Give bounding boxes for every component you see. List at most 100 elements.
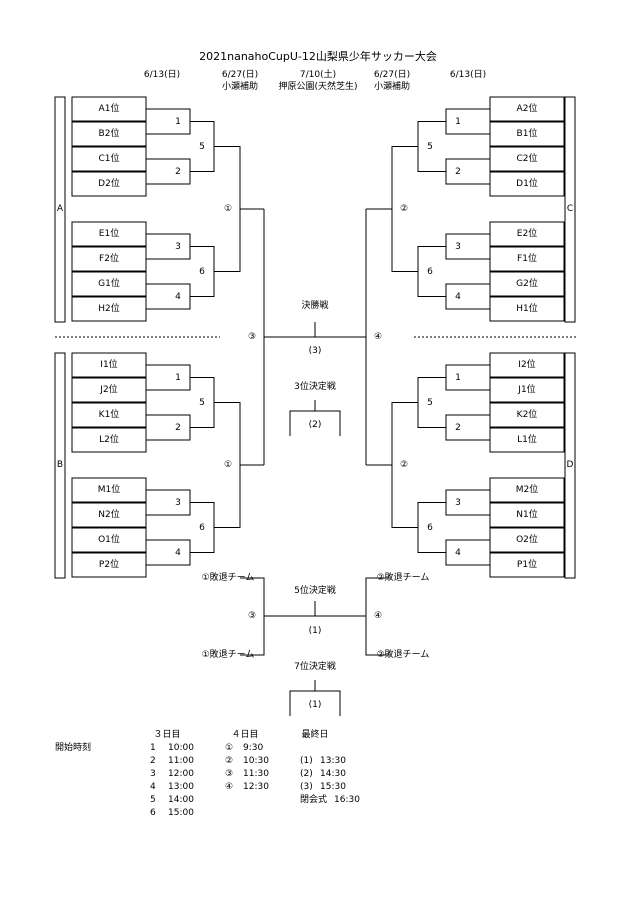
third-place-bracket — [289, 410, 341, 436]
round1-connector — [146, 108, 191, 135]
round1-match-number: 2 — [455, 166, 461, 177]
day4-header: ４日目 — [231, 730, 259, 740]
date-label: 7/10(土) — [299, 70, 337, 80]
seventh-place-bracket — [289, 690, 341, 716]
semifinal-number: ③ — [247, 332, 257, 342]
group-side-label: D — [566, 460, 574, 470]
round2-match-number: 6 — [199, 266, 205, 277]
team-slot: N1位 — [516, 510, 538, 520]
team-slot: G2位 — [516, 279, 538, 289]
team-slot: P2位 — [98, 560, 120, 570]
semifinal-number: ④ — [373, 332, 383, 342]
team-slot: A1位 — [98, 104, 120, 114]
fifth-left-number: ③ — [247, 611, 257, 621]
fifth-right-number: ④ — [373, 611, 383, 621]
schedule-match: (2) — [300, 769, 313, 779]
round1-match-number: 1 — [455, 372, 461, 383]
round1-connector — [146, 233, 191, 260]
quarterfinal-number: ① — [223, 460, 233, 470]
date-label: 6/27(日) — [221, 70, 259, 80]
round2-match-number: 6 — [427, 522, 433, 533]
round1-match-number: 1 — [455, 116, 461, 127]
schedule-match: 閉会式 — [300, 795, 328, 805]
team-slot: M1位 — [97, 485, 121, 495]
final-title: 決勝戦 — [301, 301, 329, 311]
fifth-place-number: (1) — [308, 626, 322, 636]
group-side-bar — [564, 352, 576, 579]
loser-label: ②敗退チーム — [376, 650, 430, 660]
round1-match-number: 3 — [455, 241, 461, 252]
team-slot: L2位 — [99, 435, 119, 445]
schedule-time: 12:00 — [168, 769, 194, 779]
team-slot: B1位 — [516, 129, 538, 139]
schedule-match: 5 — [150, 795, 156, 805]
schedule-match: ① — [225, 743, 234, 753]
schedule-time: 13:00 — [168, 782, 194, 792]
round1-connector — [445, 283, 490, 310]
round1-match-number: 3 — [455, 497, 461, 508]
schedule-match: (3) — [300, 782, 313, 792]
final-day-header: 最終日 — [301, 730, 329, 740]
third-place-title: 3位決定戦 — [294, 382, 336, 392]
team-slot: F2位 — [99, 254, 119, 264]
quarterfinal-number: ① — [223, 204, 233, 214]
team-slot: J2位 — [100, 385, 118, 395]
round1-connector — [445, 233, 490, 260]
day3-header: ３日目 — [153, 730, 181, 740]
round1-connector — [445, 158, 490, 185]
quarterfinal-number: ② — [399, 460, 409, 470]
round2-match-number: 5 — [427, 397, 433, 408]
round1-connector — [146, 364, 191, 391]
schedule-time: 10:30 — [243, 756, 269, 766]
group-side-bar — [54, 96, 66, 323]
round2-match-number: 5 — [199, 141, 205, 152]
round1-match-number: 2 — [455, 422, 461, 433]
round2-match-number: 5 — [199, 397, 205, 408]
team-slot: A2位 — [516, 104, 538, 114]
date-label: 6/27(日) — [373, 70, 411, 80]
schedule-match: ④ — [225, 782, 234, 792]
team-slot: O2位 — [516, 535, 538, 545]
team-slot: D1位 — [516, 179, 538, 189]
schedule-time: 9:30 — [243, 743, 264, 753]
round1-match-number: 4 — [455, 291, 461, 302]
round1-connector — [146, 158, 191, 185]
round1-connector — [146, 489, 191, 516]
schedule-time: 15:00 — [168, 808, 194, 818]
schedule-time: 14:00 — [168, 795, 194, 805]
team-slot: B2位 — [98, 129, 120, 139]
round1-match-number: 4 — [175, 547, 181, 558]
round1-connector — [445, 414, 490, 441]
group-side-bar — [54, 352, 66, 579]
round1-connector — [445, 108, 490, 135]
schedule-match: 6 — [150, 808, 156, 818]
schedule-match: ③ — [225, 769, 234, 779]
venue-label: 小瀬補助 — [221, 82, 259, 92]
team-slot: G1位 — [98, 279, 120, 289]
schedule-time: 12:30 — [243, 782, 269, 792]
loser-label: ②敗退チーム — [376, 573, 430, 583]
team-slot: J1位 — [518, 385, 536, 395]
seventh-place-title: 7位決定戦 — [294, 662, 336, 672]
team-slot: L1位 — [517, 435, 537, 445]
team-slot: I2位 — [518, 360, 536, 370]
group-side-label: C — [566, 204, 574, 214]
schedule-time: 16:30 — [334, 795, 360, 805]
round2-match-number: 6 — [199, 522, 205, 533]
team-slot: D2位 — [98, 179, 120, 189]
loser-label: ①敗退チーム — [201, 650, 255, 660]
team-slot: E2位 — [516, 229, 538, 239]
group-side-bar — [564, 96, 576, 323]
round1-match-number: 3 — [175, 241, 181, 252]
round1-connector — [445, 489, 490, 516]
schedule-match: (1) — [300, 756, 313, 766]
final-match-number: (3) — [308, 346, 322, 356]
round2-match-number: 5 — [427, 141, 433, 152]
round1-connector — [445, 539, 490, 566]
round1-connector — [445, 364, 490, 391]
team-slot: N2位 — [98, 510, 120, 520]
schedule-time: 10:00 — [168, 743, 194, 753]
team-slot: K2位 — [516, 410, 538, 420]
quarterfinal-number: ② — [399, 204, 409, 214]
